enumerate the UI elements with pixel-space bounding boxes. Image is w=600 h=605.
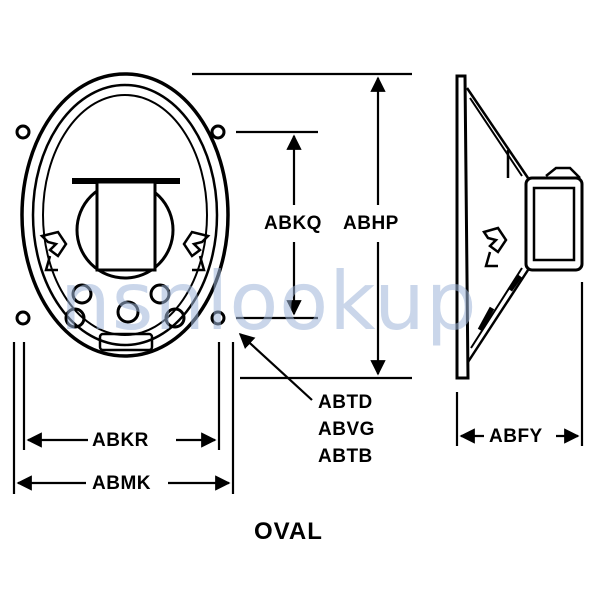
side-clip bbox=[482, 226, 508, 254]
vent-hole-5 bbox=[164, 307, 186, 329]
mount-hole-tl bbox=[15, 124, 31, 140]
right-clip-tail bbox=[192, 255, 206, 272]
mount-hole-bl bbox=[15, 310, 31, 326]
label-abmk: ABMK bbox=[92, 473, 151, 494]
label-abhp: ABHP bbox=[343, 213, 399, 234]
left-clip-tail bbox=[44, 255, 58, 272]
mount-hole-tr bbox=[210, 124, 226, 140]
mount-hole-br bbox=[210, 310, 226, 326]
side-flange bbox=[455, 74, 470, 380]
side-clip-tail bbox=[484, 251, 498, 268]
vent-hole-2 bbox=[149, 283, 171, 305]
label-abkr: ABKR bbox=[92, 430, 149, 451]
label-abkq: ABKQ bbox=[264, 213, 322, 234]
frame-inner-ring bbox=[31, 83, 219, 347]
right-clip bbox=[182, 230, 211, 258]
diagram-title: OVAL bbox=[254, 518, 323, 545]
label-abfy: ABFY bbox=[489, 426, 543, 447]
label-abtd: ABTD bbox=[318, 392, 373, 413]
magnet-body bbox=[95, 180, 157, 272]
side-slot-1 bbox=[477, 306, 495, 332]
side-basket-top bbox=[465, 87, 530, 179]
side-magnet bbox=[524, 176, 584, 272]
side-slot-2 bbox=[507, 274, 523, 292]
terminal-block bbox=[98, 332, 154, 352]
left-clip bbox=[39, 230, 68, 258]
abtd-leader bbox=[238, 332, 313, 401]
dimension-lines bbox=[12, 72, 584, 494]
label-abtb: ABTB bbox=[318, 446, 373, 467]
watermark-text: nsnlookup bbox=[60, 255, 478, 348]
side-magnet-cap bbox=[545, 166, 581, 179]
vent-hole-3 bbox=[64, 307, 86, 329]
frame-outline bbox=[20, 72, 230, 358]
side-view bbox=[455, 74, 584, 380]
side-basket-bottom bbox=[466, 269, 530, 363]
vent-hole-1 bbox=[71, 283, 93, 305]
side-basket-top-inner bbox=[469, 97, 523, 177]
vent-hole-4 bbox=[116, 300, 140, 324]
label-abvg: ABVG bbox=[318, 419, 375, 440]
side-magnet-inner bbox=[532, 186, 576, 262]
front-view bbox=[15, 72, 230, 358]
